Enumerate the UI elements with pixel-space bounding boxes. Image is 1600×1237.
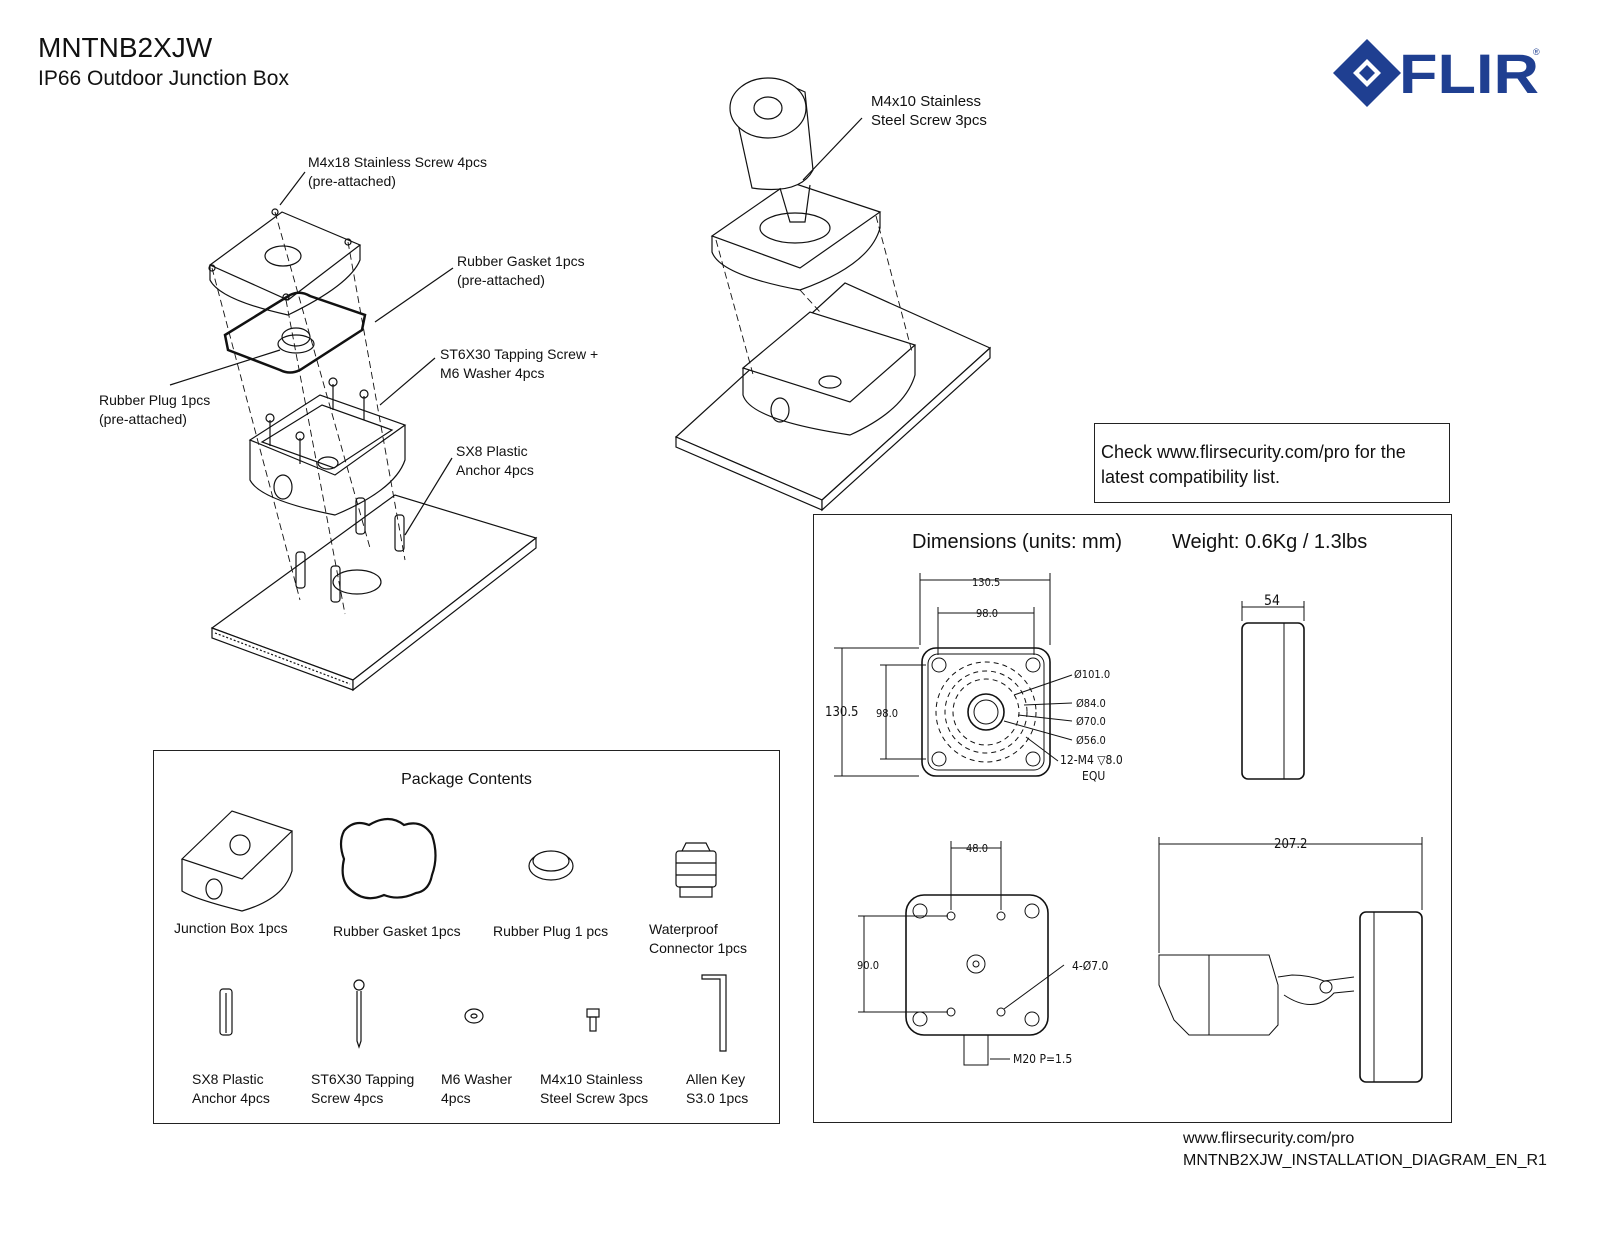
package-item-allen-key: Allen Key S3.0 1pcs — [686, 1071, 749, 1106]
rubber-gasket-icon — [339, 817, 437, 900]
equ-label: EQU — [1082, 769, 1106, 783]
tapping-screw-icon — [353, 979, 365, 1049]
top-width-outer: 130.5 — [972, 576, 1001, 589]
weight-label: Weight: 0.6Kg / 1.3lbs — [1172, 531, 1368, 553]
bottom-width: 48.0 — [966, 842, 989, 855]
bottom-view-drawing — [858, 841, 1065, 1066]
callout-m4x10-screw: M4x10 Stainless Steel Screw 3pcs — [871, 93, 987, 129]
callout-rubber-gasket: Rubber Gasket 1pcs (pre-attached) — [457, 253, 585, 288]
assembly-length: 207.2 — [1274, 837, 1308, 852]
package-item-stainless-screw: M4x10 Stainless Steel Screw 3pcs — [540, 1071, 649, 1106]
package-contents-drawings — [180, 810, 727, 1052]
package-item-washer: M6 Washer 4pcs — [441, 1071, 513, 1106]
package-item-tapping-screw: ST6X30 Tapping Screw 4pcs — [311, 1071, 415, 1106]
package-item-rubber-gasket: Rubber Gasket 1pcs — [333, 923, 461, 939]
dimensions-title: Dimensions (units: mm) — [912, 531, 1123, 553]
side-depth: 54 — [1264, 593, 1281, 609]
product-subtitle: IP66 Outdoor Junction Box — [38, 67, 289, 90]
dimensions-box: Dimensions (units: mm) Weight: 0.6Kg / 1… — [813, 514, 1452, 1123]
top-view-drawing — [834, 573, 1073, 777]
plastic-anchor-icon — [219, 988, 233, 1036]
package-item-plastic-anchor: SX8 Plastic Anchor 4pcs — [192, 1071, 270, 1106]
top-height-inner: 98.0 — [876, 707, 899, 720]
rubber-plug-icon — [528, 850, 574, 881]
waterproof-connector-icon — [675, 842, 717, 898]
flir-logo: FLIR ® — [1333, 37, 1543, 111]
thread-holes-label: 12-M4 ▽8.0 — [1060, 753, 1123, 767]
allen-key-icon — [701, 974, 727, 1052]
package-item-waterproof-connector: Waterproof Connector 1pcs — [649, 921, 748, 956]
callout-m4x18-screw: M4x18 Stainless Screw 4pcs (pre-attached… — [308, 154, 487, 189]
flir-logo-text: FLIR — [1399, 42, 1539, 105]
package-item-rubber-plug: Rubber Plug 1 pcs — [493, 923, 609, 939]
footer-url: www.flirsecurity.com/pro — [1183, 1130, 1355, 1147]
package-item-junction-box: Junction Box 1pcs — [174, 920, 288, 936]
diameter-101: Ø101.0 — [1074, 668, 1111, 681]
callout-tapping-screw: ST6X30 Tapping Screw + M6 Washer 4pcs — [440, 346, 599, 381]
flir-logo-icon: FLIR ® — [1333, 39, 1540, 107]
top-width-inner: 98.0 — [976, 607, 999, 620]
bottom-height: 90.0 — [857, 959, 880, 972]
diameter-70: Ø70.0 — [1076, 715, 1106, 728]
top-height-outer: 130.5 — [825, 705, 859, 720]
package-contents-title: Package Contents — [401, 771, 532, 788]
bottom-holes: 4-Ø7.0 — [1072, 959, 1109, 973]
compatibility-note-box: Check www.flirsecurity.com/pro for the l… — [1094, 423, 1450, 503]
callout-rubber-plug: Rubber Plug 1pcs (pre-attached) — [99, 392, 211, 427]
compatibility-note: Check www.flirsecurity.com/pro for the l… — [1101, 442, 1406, 487]
bottom-thread: M20 P=1.5 — [1013, 1052, 1073, 1066]
assembly-side-view-drawing — [1158, 837, 1423, 1083]
svg-text:®: ® — [1533, 47, 1540, 57]
side-view-drawing — [1241, 601, 1305, 780]
washer-icon — [464, 1008, 484, 1024]
diameter-56: Ø56.0 — [1076, 734, 1106, 747]
diameter-84: Ø84.0 — [1076, 697, 1106, 710]
package-contents-box: Package Contents — [153, 750, 780, 1124]
stainless-screw-icon — [586, 1008, 600, 1032]
junction-box-icon — [180, 810, 294, 912]
model-title: MNTNB2XJW — [38, 32, 213, 63]
footer-doc-id: MNTNB2XJW_INSTALLATION_DIAGRAM_EN_R1 — [1183, 1152, 1547, 1169]
dimension-drawings — [834, 573, 1423, 1083]
callout-plastic-anchor: SX8 Plastic Anchor 4pcs — [456, 443, 534, 478]
